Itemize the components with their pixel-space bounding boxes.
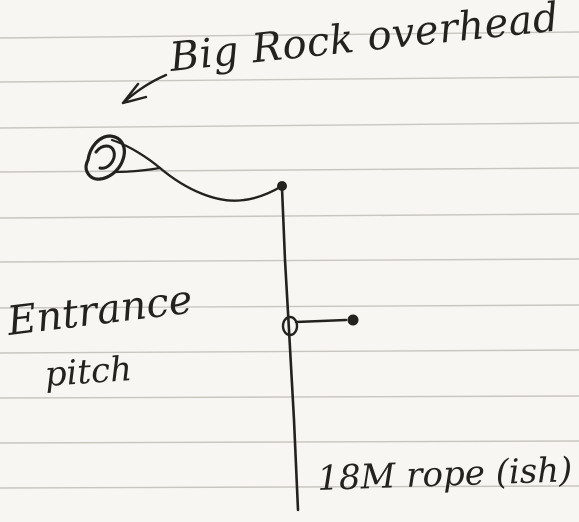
top-anchor	[277, 181, 287, 191]
rock-inner-stroke	[94, 144, 116, 170]
pointer-arrow-head	[121, 82, 148, 105]
big-rock	[84, 134, 126, 181]
deviation-anchor	[347, 314, 359, 326]
main-rope	[280, 186, 300, 512]
rule-line	[0, 304, 579, 309]
rule-line	[0, 440, 579, 444]
rule-line	[0, 258, 579, 263]
rule-line	[0, 76, 579, 83]
rule-line	[0, 167, 579, 173]
sling	[112, 166, 162, 174]
rule-line	[0, 31, 579, 39]
rule-line	[0, 395, 579, 399]
traverse-line	[158, 166, 284, 202]
sling	[110, 138, 162, 170]
rule-line	[0, 485, 579, 489]
rule-line	[0, 213, 579, 219]
rope-length-label: 18M rope (ish)	[316, 450, 574, 499]
deviation-line	[294, 318, 348, 324]
rule-line	[0, 122, 579, 129]
rebelay-loop	[281, 315, 299, 337]
pitch-label: pitch	[43, 349, 134, 395]
